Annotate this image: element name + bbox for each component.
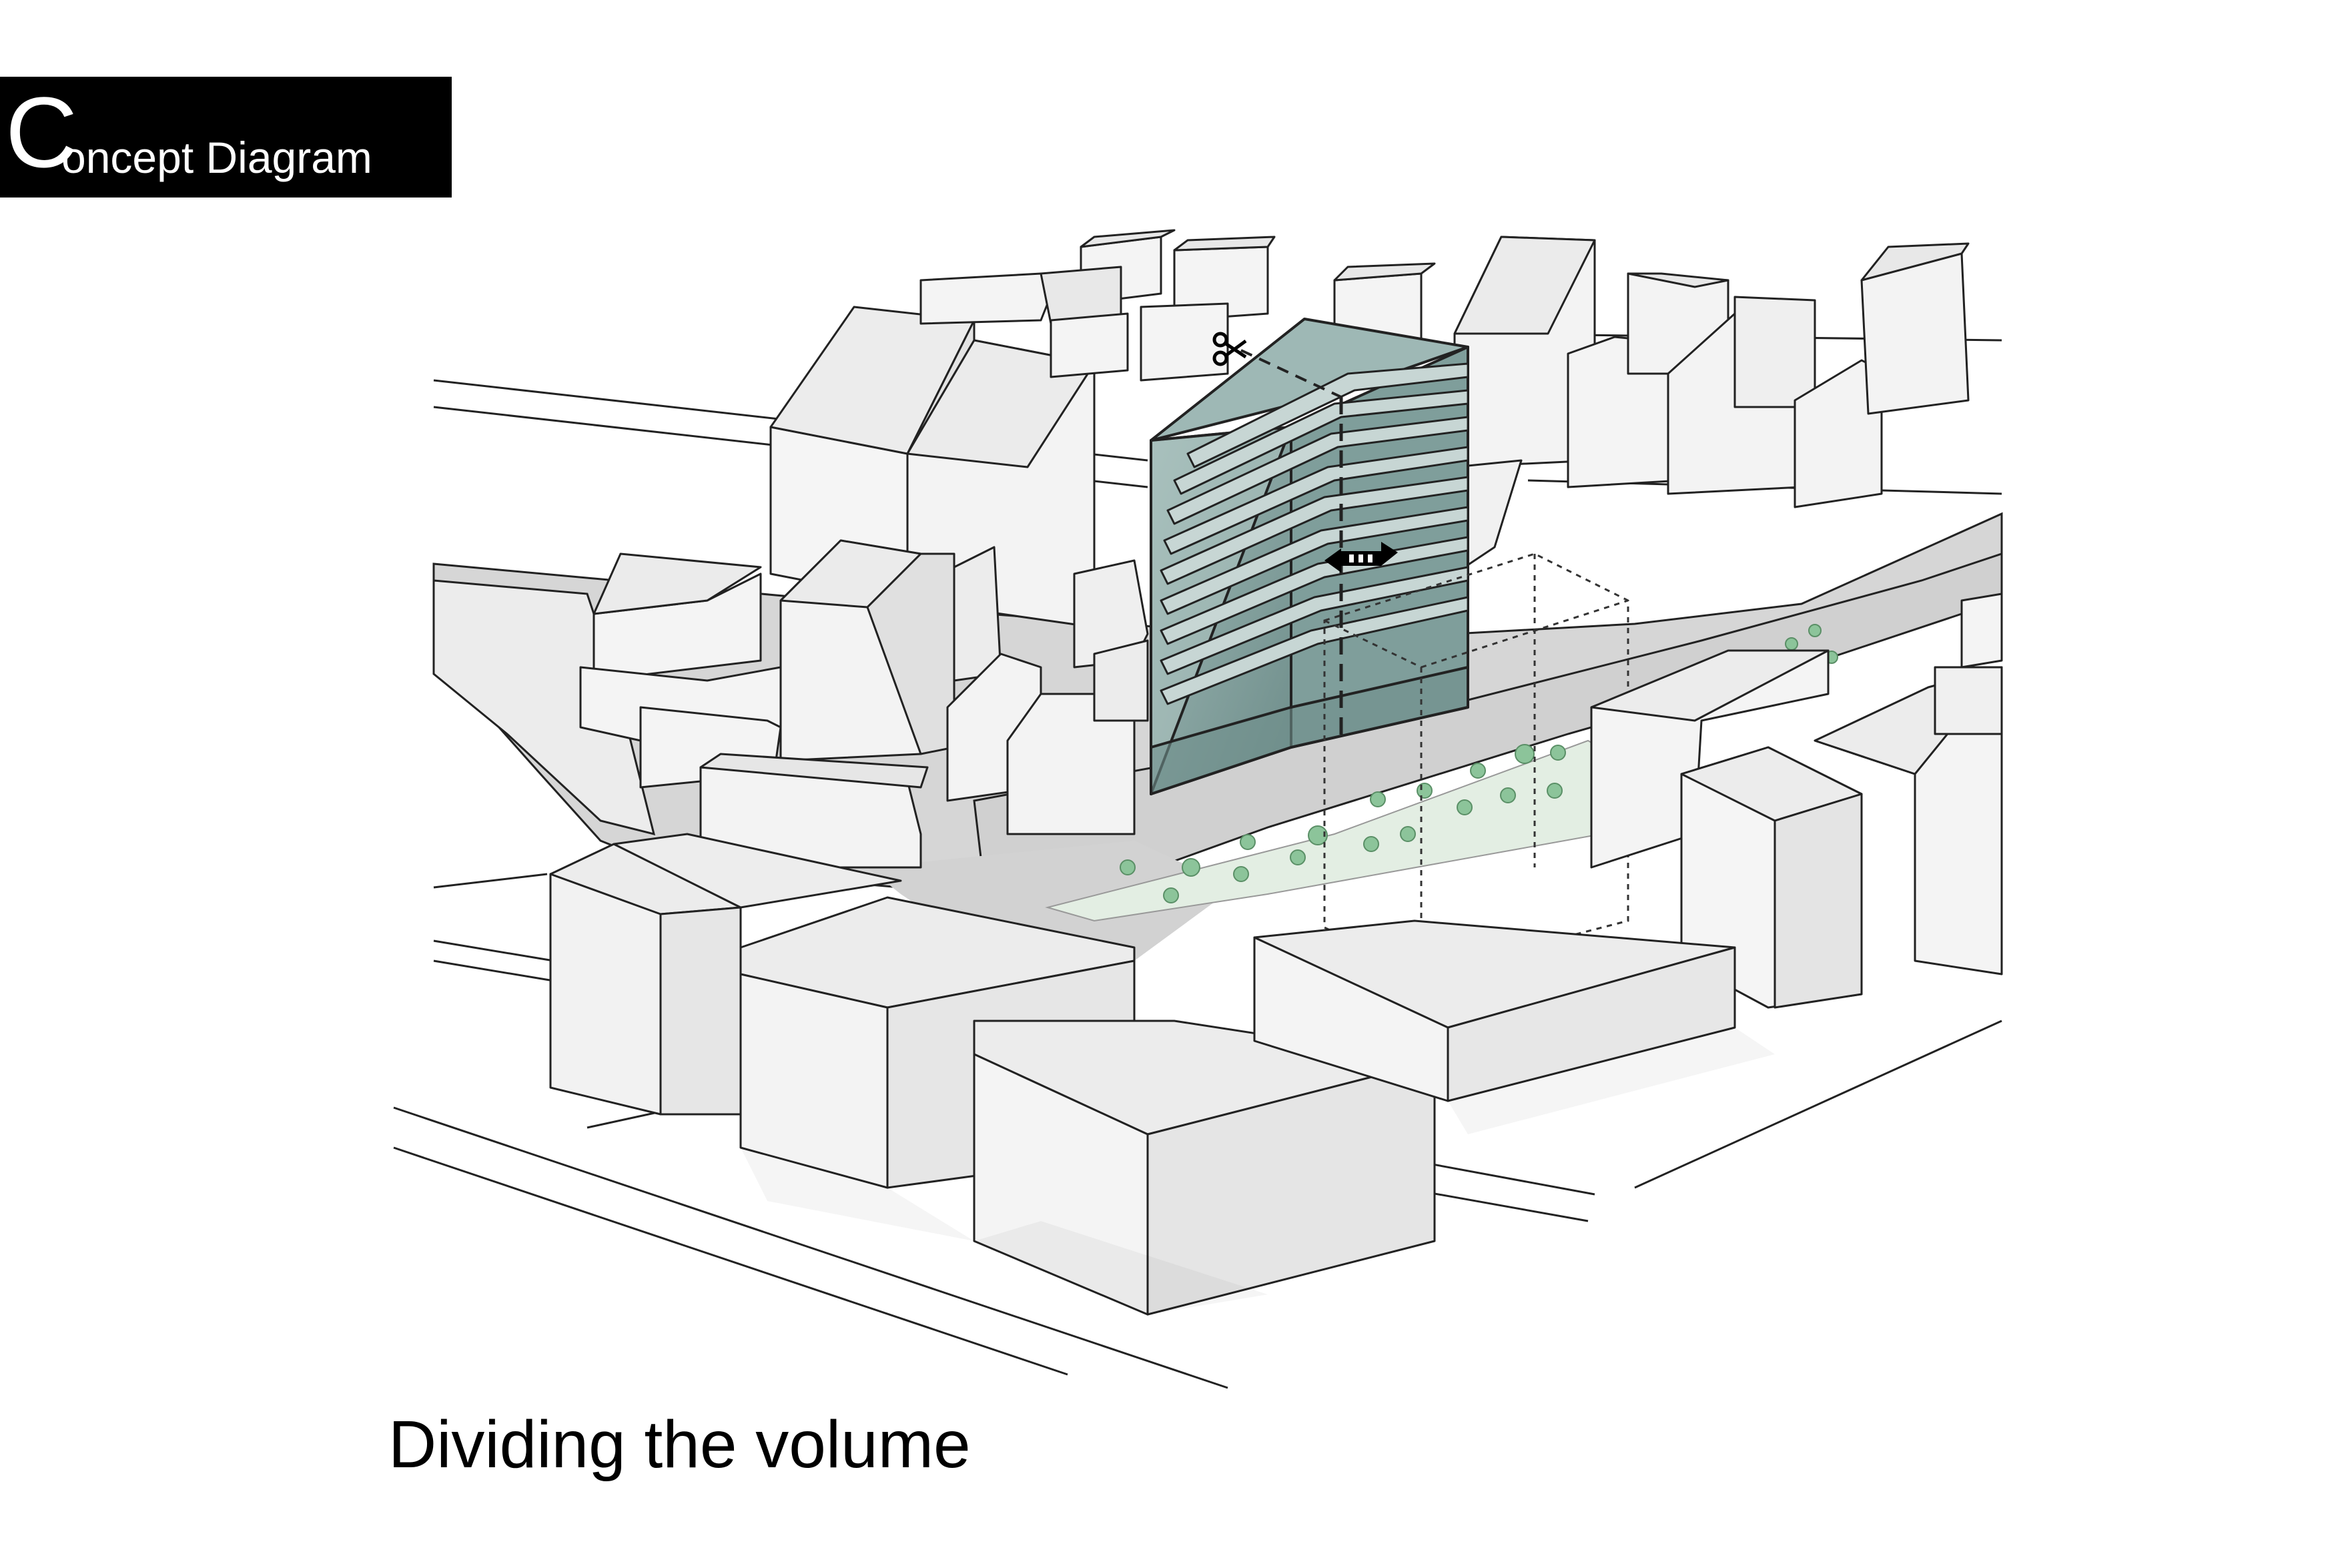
rear-buildings xyxy=(579,229,1970,869)
floor-plates xyxy=(1160,362,1469,705)
title-initial-letter: C xyxy=(5,76,78,188)
title-text: oncept Diagram xyxy=(61,133,372,182)
foreground-buildings xyxy=(549,833,1736,1316)
title-box: C oncept Diagram xyxy=(0,77,452,198)
ground-shadows xyxy=(741,1028,1775,1314)
right-buildings xyxy=(1590,593,2003,1009)
glass-tower xyxy=(1150,318,1469,795)
ghost-volume xyxy=(1323,552,1629,975)
diagram-caption: Dividing the volume xyxy=(388,1407,971,1482)
double-arrow-icon xyxy=(1324,542,1398,572)
trees xyxy=(1120,624,1838,903)
cross-road xyxy=(867,841,1234,988)
scissors-icon xyxy=(1212,332,1247,366)
